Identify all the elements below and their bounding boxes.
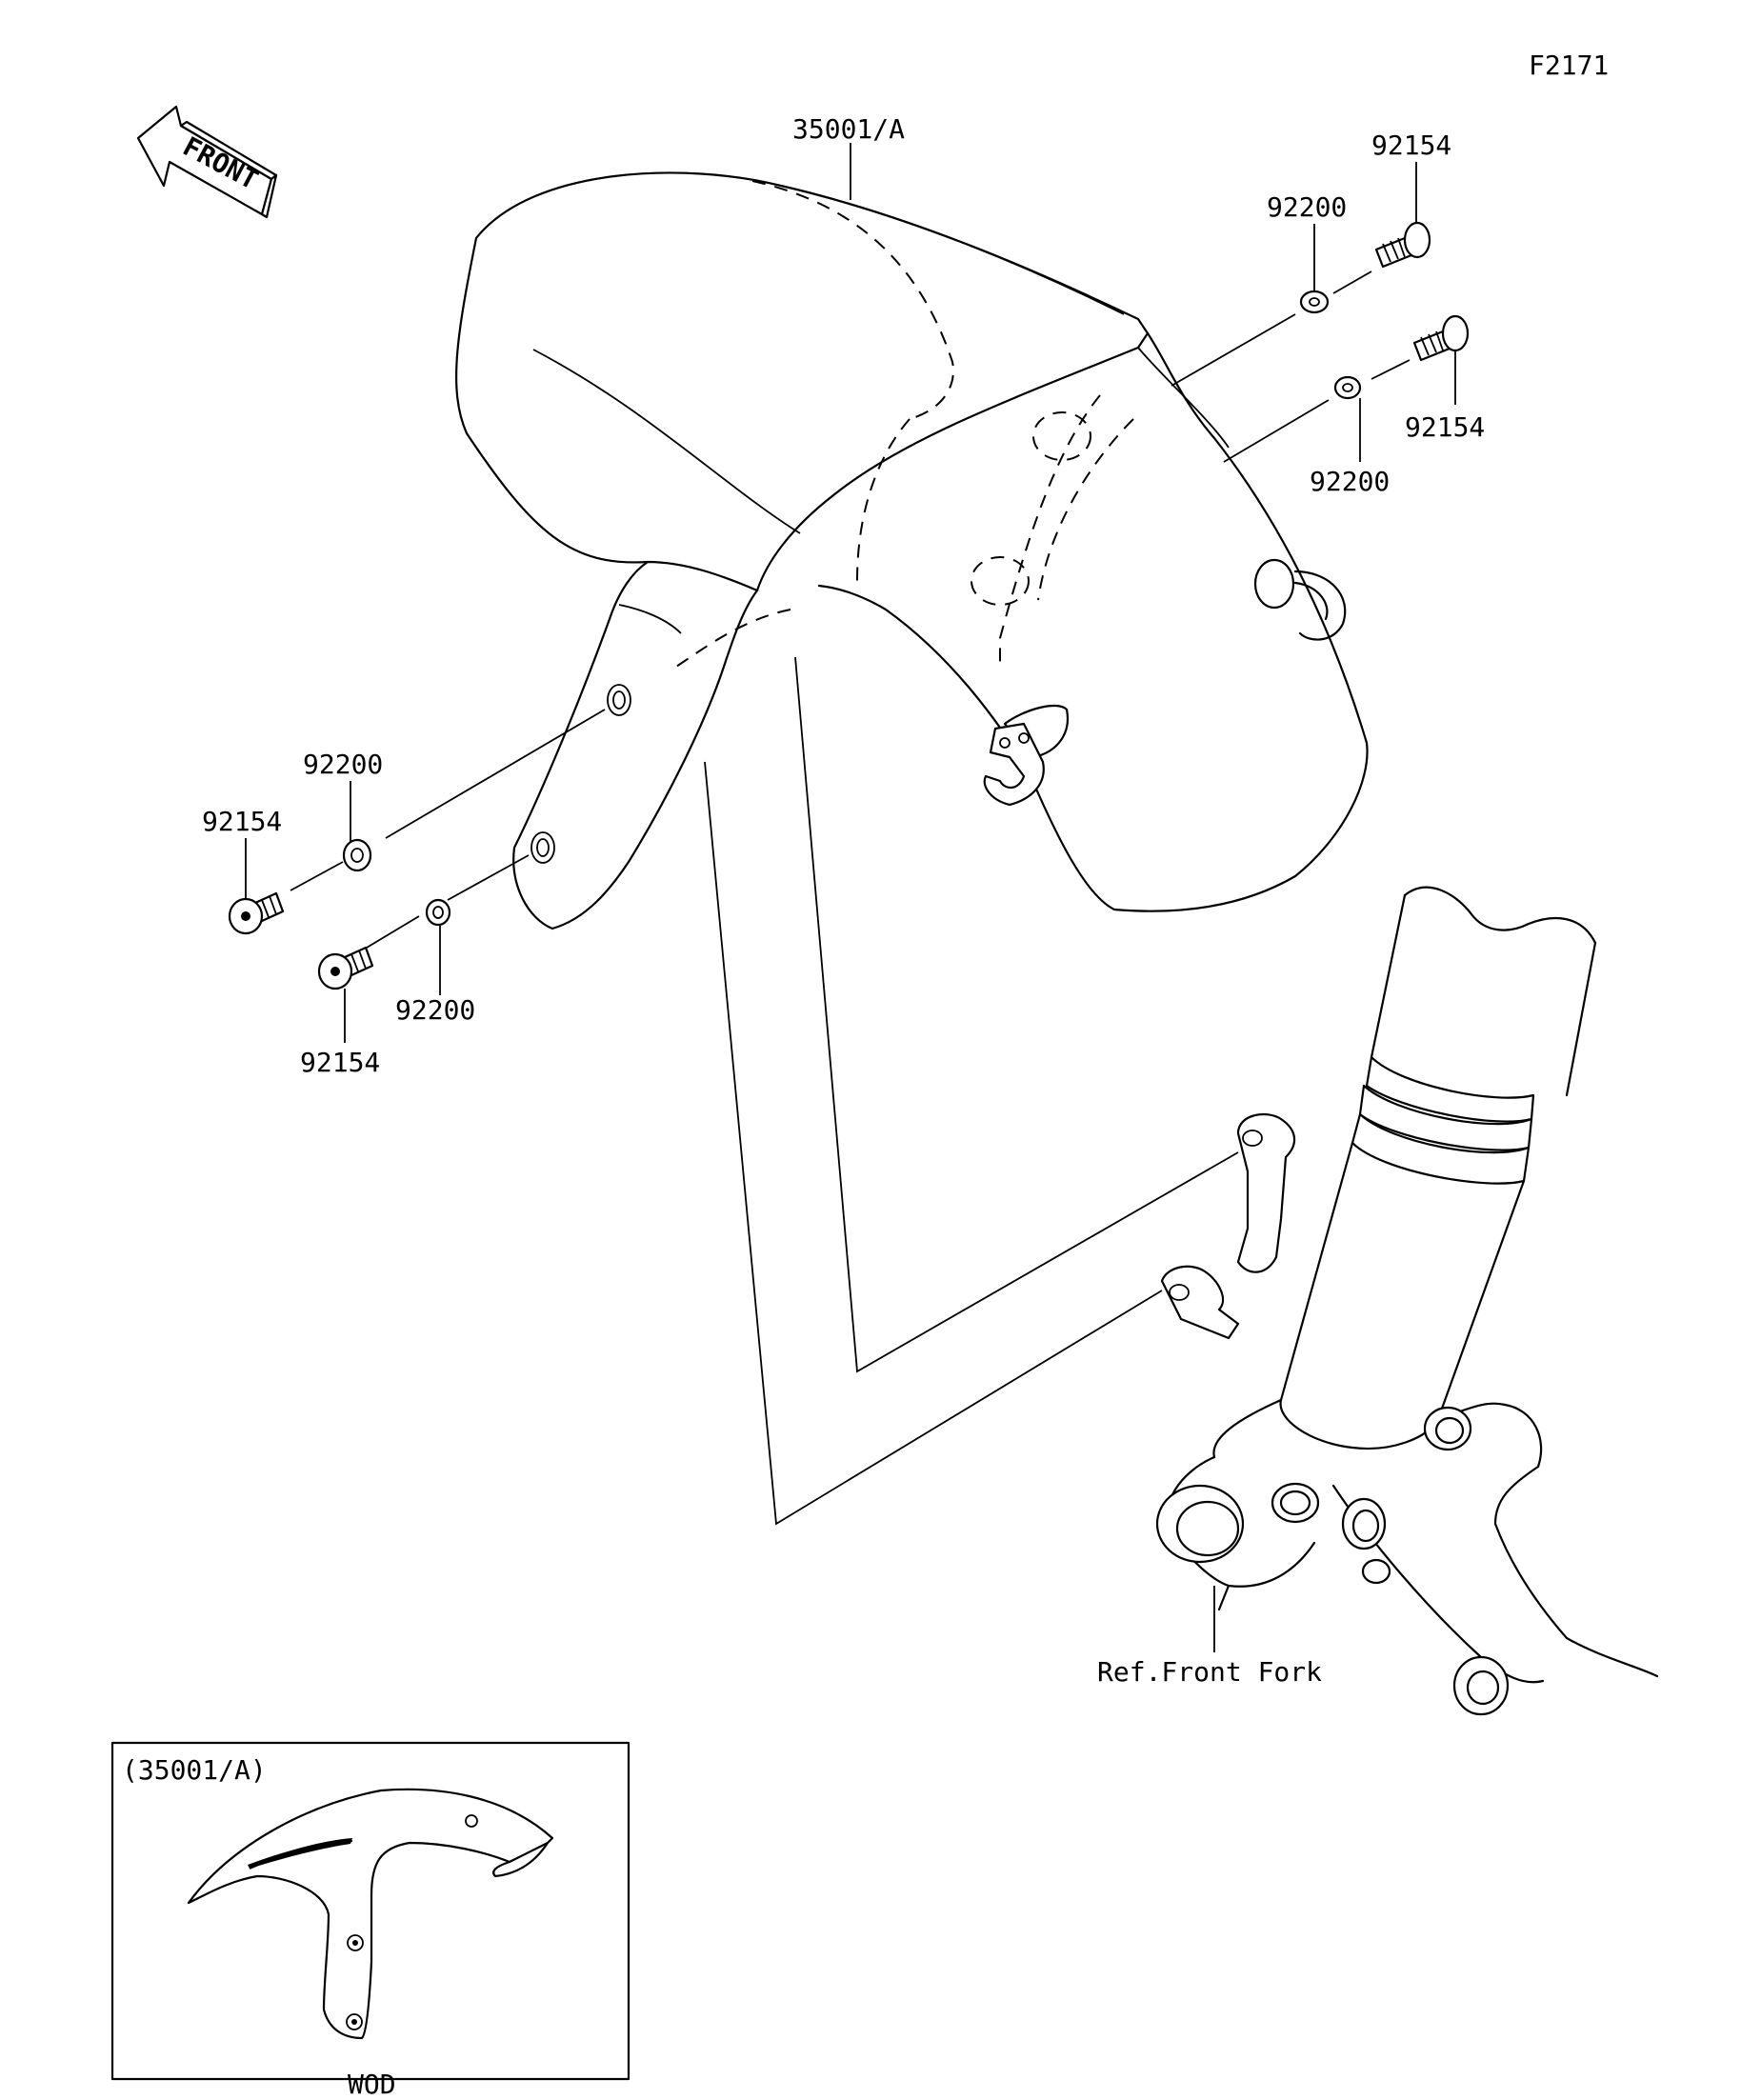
inset-title: (35001/A)	[122, 1754, 267, 1786]
front-fork	[704, 656, 1659, 1716]
callout-washer-l-upper: 92200	[303, 749, 383, 780]
callout-washer-l-lower: 92200	[395, 994, 475, 1026]
callout-washer-tr-upper: 92200	[1267, 191, 1347, 223]
callout-bolt-l-lower: 92154	[300, 1047, 380, 1078]
washer-l-upper-icon	[342, 838, 372, 872]
inset-caption: WOD	[348, 2069, 396, 2100]
callout-bolt-tr-lower: 92154	[1405, 411, 1485, 443]
front-arrow-icon: FRONT	[136, 105, 278, 219]
inset-box: (35001/A)	[110, 1741, 630, 2081]
callout-washer-tr-lower: 92200	[1310, 466, 1390, 497]
washer-l-lower-icon	[425, 898, 451, 927]
callout-bolt-l-upper: 92154	[202, 806, 282, 837]
figure-id: F2171	[1529, 50, 1609, 81]
washer-tr-lower-icon	[1333, 375, 1362, 400]
callout-fender-main: 35001/A	[792, 113, 905, 145]
front-fender	[455, 171, 1369, 930]
inset-fender	[187, 1788, 554, 2040]
right-fasteners	[1171, 162, 1470, 463]
callout-bolt-tr-upper: 92154	[1371, 130, 1451, 161]
bolt-tr-lower-icon	[1412, 314, 1470, 362]
bolt-l-upper-icon	[228, 891, 285, 935]
washer-tr-upper-icon	[1299, 290, 1330, 314]
bolt-l-lower-icon	[317, 946, 374, 990]
bolt-tr-upper-icon	[1374, 221, 1431, 269]
left-fasteners	[228, 709, 606, 1043]
callout-ref-fork: Ref.Front Fork	[1097, 1656, 1322, 1688]
